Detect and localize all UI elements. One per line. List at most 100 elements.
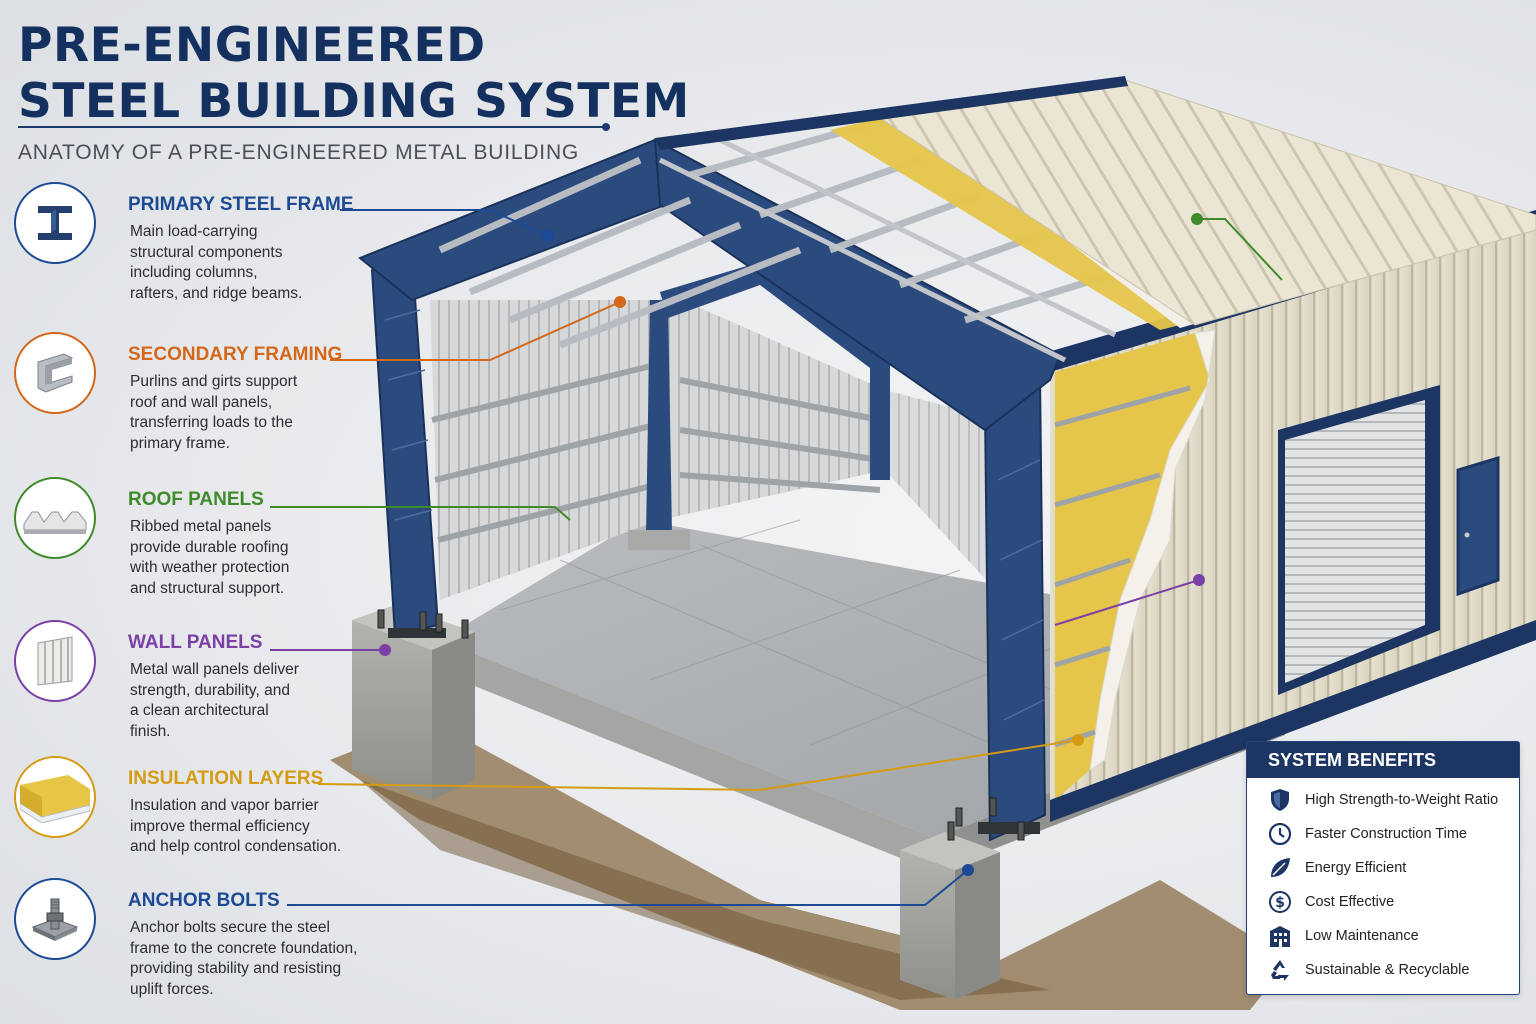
component-anchor-bolts: ANCHOR BOLTS Anchor bolts secure the ste… — [14, 878, 484, 1018]
interior-right-wall — [885, 390, 1000, 595]
back-frame — [646, 262, 890, 535]
component-description: Main load-carrying structural components… — [130, 222, 370, 304]
benefit-item: Faster Construction Time — [1267, 821, 1467, 847]
desc-line: improve thermal efficiency — [130, 817, 310, 835]
component-title: ROOF PANELS — [128, 489, 264, 510]
component-description: Purlins and girts support roof and wall … — [130, 372, 370, 454]
benefit-label: Energy Efficient — [1305, 860, 1407, 876]
desc-line: including columns, — [130, 264, 258, 281]
component-primary-frame: PRIMARY STEEL FRAME Main load-carrying s… — [14, 182, 484, 322]
insulation-icon — [14, 756, 96, 838]
vapor-barrier — [1089, 329, 1216, 772]
desc-line: and help control condensation. — [130, 838, 342, 855]
slab-front-edge — [440, 640, 935, 872]
component-title: ANCHOR BOLTS — [128, 890, 280, 911]
benefit-label: Cost Effective — [1305, 894, 1395, 910]
leaf-icon — [1271, 858, 1290, 877]
title-line-2: STEEL BUILDING SYSTEM — [18, 74, 690, 129]
component-description: Insulation and vapor barrier improve the… — [130, 796, 390, 858]
leader-primary-frame — [340, 209, 549, 237]
recycle-icon — [1271, 960, 1289, 981]
benefits-title: SYSTEM BENEFITS — [1247, 742, 1519, 778]
component-title: SECONDARY FRAMING — [128, 344, 343, 365]
shield-icon — [1271, 789, 1289, 811]
footing-front-top — [900, 832, 1000, 870]
frame-stiffeners — [384, 309, 1045, 721]
benefit-item: Sustainable & Recyclable — [1267, 957, 1469, 983]
desc-line: Insulation and vapor barrier — [130, 797, 319, 814]
ribbed-panel-icon — [14, 477, 96, 559]
benefit-label: Faster Construction Time — [1305, 826, 1467, 842]
desc-line: primary frame. — [130, 434, 230, 452]
leader-anchor-bolts — [287, 869, 969, 906]
desc-line: Ribbed metal panels — [130, 518, 272, 535]
svg-text:$: $ — [1275, 895, 1285, 911]
i-beam-icon — [14, 182, 96, 264]
anchor-bolt-heads — [377, 609, 1025, 841]
building-icon — [1270, 926, 1290, 947]
interior-back-wall — [660, 290, 885, 520]
wall-girts-side — [1054, 385, 1191, 748]
component-description: Anchor bolts secure the steel frame to t… — [130, 918, 390, 1000]
wall-panel-icon — [14, 620, 96, 702]
desc-line: transferring loads to the — [130, 414, 293, 431]
benefit-label: Low Maintenance — [1305, 928, 1419, 944]
component-title: PRIMARY STEEL FRAME — [128, 194, 354, 215]
page-subtitle: ANATOMY OF A PRE-ENGINEERED METAL BUILDI… — [18, 141, 580, 164]
roof-insulation — [830, 118, 1200, 330]
benefit-label: High Strength-to-Weight Ratio — [1305, 792, 1499, 808]
footing-left — [352, 620, 432, 800]
desc-line: a clean architectural — [130, 702, 269, 719]
back-column-base — [628, 530, 690, 550]
component-wall-panels: WALL PANELS Metal wall panels deliver st… — [14, 620, 484, 760]
desc-line: Purlins and girts support — [130, 373, 298, 390]
desc-line: providing stability and resisting — [130, 960, 342, 977]
desc-line: Metal wall panels deliver — [130, 661, 299, 678]
title-divider — [18, 123, 610, 131]
leader-roof-panels-2 — [1197, 218, 1283, 281]
benefit-item: $ Cost Effective — [1267, 889, 1394, 915]
dollar-icon: $ — [1269, 891, 1291, 913]
leader-dots — [379, 213, 1205, 876]
roll-up-door — [1285, 400, 1425, 683]
title-line-1: PRE-ENGINEERED — [18, 18, 486, 73]
door-knob — [1464, 532, 1470, 538]
desc-line: Main load-carrying — [130, 223, 258, 240]
front-frame-rafter-right — [653, 138, 1062, 432]
component-title: WALL PANELS — [128, 632, 263, 653]
wall-girts — [431, 362, 881, 543]
component-secondary-framing: SECONDARY FRAMING Purlins and girts supp… — [14, 332, 484, 472]
desc-line: frame to the concrete foundation, — [130, 939, 358, 957]
roof-rafter-interior — [658, 132, 1117, 363]
floor-joints — [499, 519, 1151, 761]
benefit-item: Energy Efficient — [1267, 855, 1406, 881]
leader-roof-panels — [270, 506, 571, 521]
benefit-label: Sustainable & Recyclable — [1305, 962, 1470, 978]
roof-ridge-cap — [655, 76, 1128, 150]
desc-line: and structural support. — [130, 579, 285, 597]
leader-insulation — [317, 739, 1079, 792]
soil — [330, 720, 1290, 1010]
desc-line: structural components — [130, 243, 283, 261]
desc-line: with weather protection — [130, 559, 290, 576]
desc-line: strength, durability, and — [130, 681, 290, 699]
component-insulation-layers: INSULATION LAYERS Insulation and vapor b… — [14, 756, 484, 896]
benefit-item: High Strength-to-Weight Ratio — [1267, 787, 1498, 813]
leader-wall-panels-2 — [1054, 579, 1200, 626]
anchor-bolt-icon — [14, 878, 96, 960]
man-door — [1456, 455, 1500, 597]
desc-line: rafters, and ridge beams. — [130, 284, 303, 302]
page-title: PRE-ENGINEERED STEEL BUILDING SYSTEM — [18, 18, 690, 130]
c-channel-icon — [14, 332, 96, 414]
desc-line: provide durable roofing — [130, 538, 289, 556]
desc-line: finish. — [130, 722, 171, 740]
clock-icon — [1268, 822, 1292, 846]
desc-line: roof and wall panels, — [130, 393, 273, 411]
desc-line: uplift forces. — [130, 980, 214, 998]
component-roof-panels: ROOF PANELS Ribbed metal panels provide … — [14, 477, 484, 617]
footing-front — [900, 850, 955, 1000]
wall-base-trim — [1050, 620, 1536, 822]
component-description: Ribbed metal panels provide durable roof… — [130, 517, 370, 599]
